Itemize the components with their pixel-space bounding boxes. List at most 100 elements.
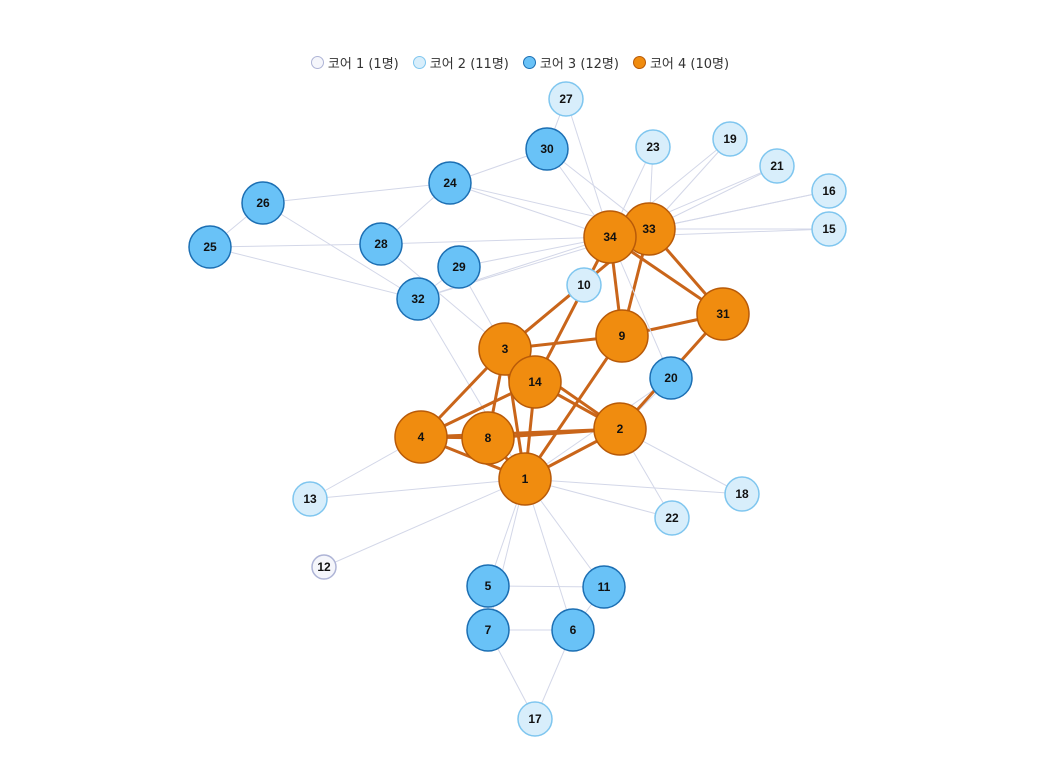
node-20[interactable]: 20 [649, 356, 693, 400]
node-circle[interactable] [359, 222, 403, 266]
node-label: 4 [418, 430, 425, 444]
node-label: 10 [577, 278, 591, 292]
node-circle[interactable] [696, 287, 750, 341]
node-34[interactable]: 34 [583, 210, 637, 264]
node-label: 17 [528, 712, 542, 726]
node-18[interactable]: 18 [724, 476, 760, 512]
node-circle[interactable] [525, 127, 569, 171]
node-22[interactable]: 22 [654, 500, 690, 536]
node-circle[interactable] [437, 245, 481, 289]
node-label: 9 [619, 329, 626, 343]
node-16[interactable]: 16 [811, 173, 847, 209]
node-label: 18 [735, 487, 749, 501]
edge-32-34 [417, 236, 611, 300]
legend-label: 코어 2 (11명) [429, 57, 509, 72]
node-15[interactable]: 15 [811, 211, 847, 247]
node-circle[interactable] [593, 402, 647, 456]
node-circle[interactable] [292, 481, 328, 517]
node-circle[interactable] [498, 452, 552, 506]
node-4[interactable]: 4 [394, 410, 448, 464]
node-label: 8 [485, 431, 492, 445]
node-2[interactable]: 2 [593, 402, 647, 456]
node-14[interactable]: 14 [508, 355, 562, 409]
node-label: 23 [646, 140, 660, 154]
node-circle[interactable] [548, 81, 584, 117]
node-label: 19 [723, 132, 737, 146]
legend-item-core-3[interactable]: 코어 3 (12명) [522, 53, 619, 72]
node-label: 34 [603, 230, 617, 244]
node-26[interactable]: 26 [241, 181, 285, 225]
node-21[interactable]: 21 [759, 148, 795, 184]
edges [209, 98, 830, 720]
legend-swatch-core-1 [310, 56, 324, 69]
node-19[interactable]: 19 [712, 121, 748, 157]
node-circle[interactable] [759, 148, 795, 184]
node-7[interactable]: 7 [466, 608, 510, 652]
node-circle[interactable] [466, 564, 510, 608]
node-8[interactable]: 8 [461, 411, 515, 465]
node-circle[interactable] [724, 476, 760, 512]
node-30[interactable]: 30 [525, 127, 569, 171]
legend-item-core-1[interactable]: 코어 1 (1명) [310, 53, 399, 72]
node-label: 31 [716, 307, 730, 321]
node-32[interactable]: 32 [396, 277, 440, 321]
legend-label: 코어 3 (12명) [539, 57, 619, 72]
legend-item-core-2[interactable]: 코어 2 (11명) [412, 53, 509, 72]
node-circle[interactable] [394, 410, 448, 464]
node-circle[interactable] [582, 565, 626, 609]
node-12[interactable]: 12 [311, 554, 337, 580]
node-circle[interactable] [583, 210, 637, 264]
node-circle[interactable] [595, 309, 649, 363]
node-circle[interactable] [811, 211, 847, 247]
node-6[interactable]: 6 [551, 608, 595, 652]
edge-1-12 [323, 478, 526, 568]
node-circle[interactable] [551, 608, 595, 652]
node-label: 25 [203, 240, 217, 254]
node-circle[interactable] [649, 356, 693, 400]
node-13[interactable]: 13 [292, 481, 328, 517]
node-circle[interactable] [396, 277, 440, 321]
legend-label: 코어 1 (1명) [327, 57, 399, 72]
node-circle[interactable] [811, 173, 847, 209]
node-circle[interactable] [311, 554, 337, 580]
legend-item-core-4[interactable]: 코어 4 (10명) [632, 53, 729, 72]
node-5[interactable]: 5 [466, 564, 510, 608]
node-10[interactable]: 10 [566, 267, 602, 303]
node-25[interactable]: 25 [188, 225, 232, 269]
node-circle[interactable] [461, 411, 515, 465]
node-circle[interactable] [635, 129, 671, 165]
node-label: 22 [665, 511, 679, 525]
node-circle[interactable] [428, 161, 472, 205]
node-label: 21 [770, 159, 784, 173]
legend: 코어 1 (1명) 코어 2 (11명) 코어 3 (12명) 코어 4 (10명) [0, 53, 1040, 72]
node-label: 5 [485, 579, 492, 593]
node-1[interactable]: 1 [498, 452, 552, 506]
edge-1-9 [523, 335, 624, 480]
node-24[interactable]: 24 [428, 161, 472, 205]
node-27[interactable]: 27 [548, 81, 584, 117]
node-label: 3 [502, 342, 509, 356]
edge-25-32 [209, 246, 419, 300]
node-31[interactable]: 31 [696, 287, 750, 341]
node-label: 28 [374, 237, 388, 251]
node-circle[interactable] [241, 181, 285, 225]
node-23[interactable]: 23 [635, 129, 671, 165]
edge-28-34 [380, 236, 611, 245]
node-circle[interactable] [654, 500, 690, 536]
node-circle[interactable] [188, 225, 232, 269]
node-circle[interactable] [517, 701, 553, 737]
edge-24-26 [262, 182, 451, 204]
node-circle[interactable] [466, 608, 510, 652]
node-label: 2 [617, 422, 624, 436]
node-11[interactable]: 11 [582, 565, 626, 609]
node-label: 12 [317, 560, 331, 574]
node-9[interactable]: 9 [595, 309, 649, 363]
node-circle[interactable] [566, 267, 602, 303]
edge-25-28 [209, 243, 382, 248]
node-circle[interactable] [712, 121, 748, 157]
node-17[interactable]: 17 [517, 701, 553, 737]
node-28[interactable]: 28 [359, 222, 403, 266]
node-label: 20 [664, 371, 678, 385]
node-29[interactable]: 29 [437, 245, 481, 289]
node-circle[interactable] [508, 355, 562, 409]
